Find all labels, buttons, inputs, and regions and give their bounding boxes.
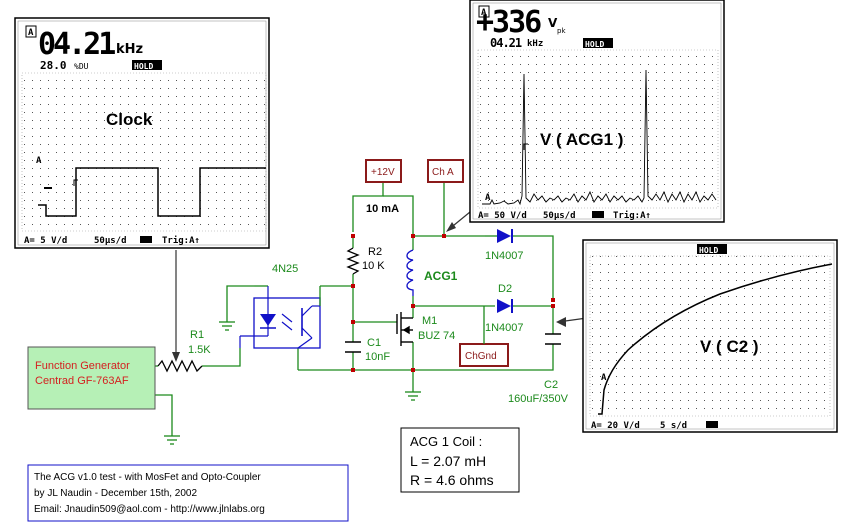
clock-sub-unit: %DU bbox=[74, 62, 89, 71]
c2-value-label: 160uF/350V bbox=[508, 393, 569, 405]
clock-hold-badge: HOLD bbox=[134, 62, 153, 71]
c1-name-label: C1 bbox=[367, 337, 381, 349]
acg1-sub-reading: 04.21 bbox=[490, 36, 522, 50]
opto-coupler-4n25 bbox=[239, 285, 321, 349]
c2-foot-volts: A= 20 V/d bbox=[591, 421, 640, 431]
clock-title: Clock bbox=[106, 110, 153, 129]
credits-line2: by JL Naudin - December 15th, 2002 bbox=[34, 488, 197, 499]
opto-label: 4N25 bbox=[272, 263, 298, 275]
circuit-wires bbox=[150, 182, 554, 436]
c1-capacitor bbox=[345, 341, 361, 353]
current-label: 10 mA bbox=[366, 203, 399, 215]
clock-channel: A bbox=[36, 156, 42, 166]
c2-title: V ( C2 ) bbox=[700, 337, 759, 356]
supply-label: +12V bbox=[371, 167, 395, 178]
d2-name-label: D2 bbox=[498, 283, 512, 295]
generator-line2: Centrad GF-763AF bbox=[35, 375, 129, 387]
d1-part-label: 1N4007 bbox=[485, 250, 524, 262]
acg1-channel: A bbox=[485, 193, 491, 203]
credits-line3: Email: Jnaudin509@aol.com - http://www.j… bbox=[34, 504, 265, 515]
svg-text:A: A bbox=[28, 28, 34, 38]
clock-sub-reading: 28.0 bbox=[40, 59, 67, 72]
r1-value-label: 1.5K bbox=[188, 344, 211, 356]
r1-resistor bbox=[157, 359, 203, 373]
acg1-foot-trig: Trig:A↑ bbox=[613, 210, 651, 221]
coil-info-line2: L = 2.07 mH bbox=[410, 453, 486, 469]
clock-battery-icon bbox=[140, 236, 152, 243]
acg1-sub-unit: kHz bbox=[527, 39, 543, 49]
acg1-foot-time: 50µs/d bbox=[543, 211, 576, 221]
scope-clock: A bbox=[14, 17, 270, 249]
c2-waveform bbox=[598, 263, 833, 415]
r2-name: R2 bbox=[368, 246, 382, 258]
scope-acg1: A bbox=[469, 0, 725, 223]
ch-a-label: Ch A bbox=[432, 167, 454, 178]
scope-c2 bbox=[582, 239, 838, 433]
clock-foot-trig: Trig:A↑ bbox=[162, 235, 200, 246]
c1-value-label: 10nF bbox=[365, 351, 390, 363]
coil-info-line3: R = 4.6 ohms bbox=[410, 472, 494, 488]
coil-label: ACG1 bbox=[424, 269, 458, 283]
clock-foot-volts: A= 5 V/d bbox=[24, 236, 67, 246]
acg1-foot-volts: A= 50 V/d bbox=[478, 211, 527, 221]
d1-diode bbox=[485, 229, 513, 243]
clock-big-unit: kHz bbox=[116, 42, 143, 57]
c2-name-label: C2 bbox=[544, 379, 558, 391]
coil-info-box bbox=[400, 427, 520, 493]
m1-name-label: M1 bbox=[422, 315, 437, 327]
svg-text:A: A bbox=[481, 8, 487, 18]
r2-value: 10 K bbox=[362, 260, 385, 272]
credits-box bbox=[27, 464, 349, 522]
acg1-title: V ( ACG1 ) bbox=[540, 130, 623, 149]
circuit-nodes bbox=[351, 234, 555, 372]
acg1-big-reading: +336 bbox=[476, 5, 541, 40]
m1-part-label: BUZ 74 bbox=[418, 330, 455, 342]
credits-line1: The ACG v1.0 test - with MosFet and Opto… bbox=[34, 472, 261, 483]
c2-channel: A bbox=[601, 373, 607, 383]
acg1-coil bbox=[406, 249, 414, 296]
ch-gnd-label: ChGnd bbox=[465, 351, 497, 362]
c2-battery-icon bbox=[706, 421, 718, 428]
clock-foot-time: 50µs/d bbox=[94, 236, 127, 246]
acg1-big-unit-sub: pk bbox=[557, 27, 566, 35]
c2-capacitor bbox=[545, 333, 561, 345]
c2-foot-time: 5 s/d bbox=[660, 421, 687, 431]
r1-name-label: R1 bbox=[190, 329, 204, 341]
coil-info-line1: ACG 1 Coil : bbox=[410, 434, 482, 449]
d2-diode bbox=[497, 299, 513, 313]
function-generator-box bbox=[27, 346, 156, 410]
pointer-arrows bbox=[172, 211, 588, 362]
acg1-waveform bbox=[482, 69, 717, 206]
acg1-battery-icon bbox=[592, 211, 604, 218]
ground-symbols bbox=[164, 321, 421, 445]
generator-line1: Function Generator bbox=[35, 360, 130, 372]
c2-hold-badge: HOLD bbox=[699, 246, 718, 255]
m1-mosfet bbox=[396, 312, 413, 346]
acg1-hold-badge: HOLD bbox=[585, 40, 604, 49]
d2-part-label: 1N4007 bbox=[485, 322, 524, 334]
acg1-big-unit: V bbox=[548, 16, 558, 30]
r2-resistor bbox=[346, 247, 360, 275]
clock-big-reading: 04.21 bbox=[38, 27, 115, 62]
clock-waveform bbox=[38, 167, 266, 217]
